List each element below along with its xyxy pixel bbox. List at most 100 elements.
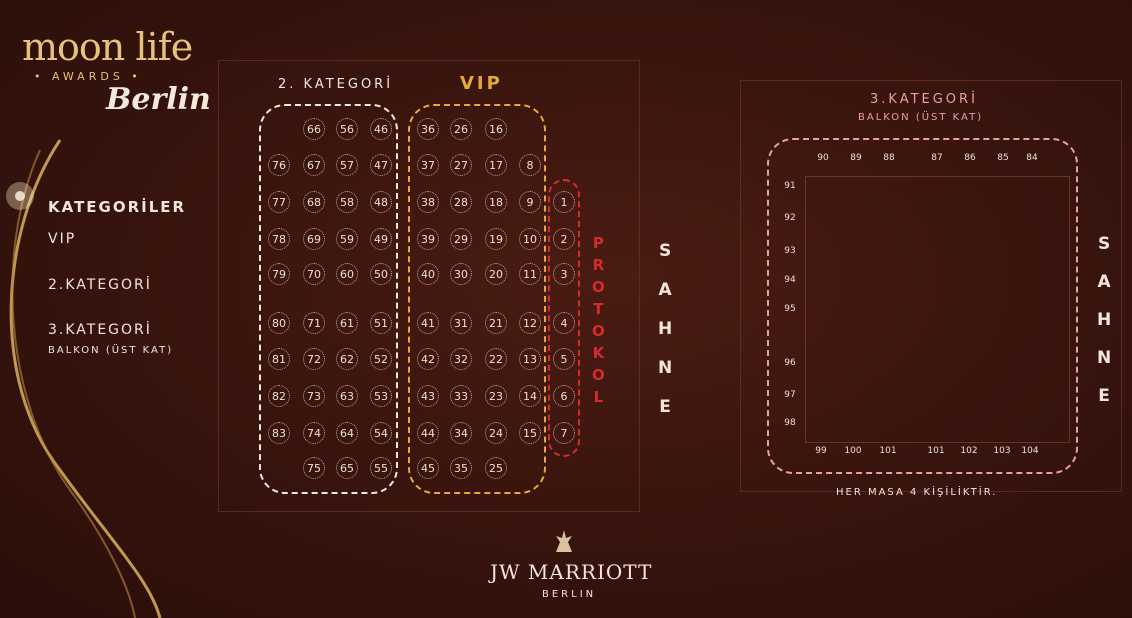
table-22[interactable]: 22 [485, 348, 507, 370]
table-29[interactable]: 29 [450, 228, 472, 250]
table-53[interactable]: 53 [370, 385, 392, 407]
table-1[interactable]: 1 [553, 191, 575, 213]
table-80[interactable]: 80 [268, 312, 290, 334]
table-68[interactable]: 68 [303, 191, 325, 213]
table-19[interactable]: 19 [485, 228, 507, 250]
table-81[interactable]: 81 [268, 348, 290, 370]
table-7[interactable]: 7 [553, 422, 575, 444]
table-43[interactable]: 43 [417, 385, 439, 407]
balcony-table-88[interactable]: 88 [883, 153, 895, 163]
balcony-table-100[interactable]: 100 [844, 446, 862, 456]
table-61[interactable]: 61 [336, 312, 358, 334]
table-21[interactable]: 21 [485, 312, 507, 334]
table-76[interactable]: 76 [268, 154, 290, 176]
table-20[interactable]: 20 [485, 263, 507, 285]
table-24[interactable]: 24 [485, 422, 507, 444]
balcony-table-98[interactable]: 98 [784, 418, 796, 428]
table-23[interactable]: 23 [485, 385, 507, 407]
table-15[interactable]: 15 [519, 422, 541, 444]
table-26[interactable]: 26 [450, 118, 472, 140]
table-14[interactable]: 14 [519, 385, 541, 407]
table-4[interactable]: 4 [553, 312, 575, 334]
balcony-table-103[interactable]: 103 [993, 446, 1011, 456]
balcony-table-84[interactable]: 84 [1026, 153, 1038, 163]
table-40[interactable]: 40 [417, 263, 439, 285]
balcony-table-93[interactable]: 93 [784, 246, 796, 256]
balcony-table-97[interactable]: 97 [784, 390, 796, 400]
table-46[interactable]: 46 [370, 118, 392, 140]
table-12[interactable]: 12 [519, 312, 541, 334]
table-52[interactable]: 52 [370, 348, 392, 370]
table-79[interactable]: 79 [268, 263, 290, 285]
table-11[interactable]: 11 [519, 263, 541, 285]
table-67[interactable]: 67 [303, 154, 325, 176]
table-39[interactable]: 39 [417, 228, 439, 250]
table-54[interactable]: 54 [370, 422, 392, 444]
balcony-table-94[interactable]: 94 [784, 275, 796, 285]
table-16[interactable]: 16 [485, 118, 507, 140]
table-28[interactable]: 28 [450, 191, 472, 213]
table-71[interactable]: 71 [303, 312, 325, 334]
table-75[interactable]: 75 [303, 457, 325, 479]
table-74[interactable]: 74 [303, 422, 325, 444]
table-44[interactable]: 44 [417, 422, 439, 444]
table-64[interactable]: 64 [336, 422, 358, 444]
table-33[interactable]: 33 [450, 385, 472, 407]
table-49[interactable]: 49 [370, 228, 392, 250]
table-55[interactable]: 55 [370, 457, 392, 479]
balcony-table-90[interactable]: 90 [817, 153, 829, 163]
table-13[interactable]: 13 [519, 348, 541, 370]
table-18[interactable]: 18 [485, 191, 507, 213]
balcony-table-96[interactable]: 96 [784, 358, 796, 368]
table-62[interactable]: 62 [336, 348, 358, 370]
table-36[interactable]: 36 [417, 118, 439, 140]
balcony-table-101[interactable]: 101 [927, 446, 945, 456]
table-37[interactable]: 37 [417, 154, 439, 176]
table-83[interactable]: 83 [268, 422, 290, 444]
table-30[interactable]: 30 [450, 263, 472, 285]
table-34[interactable]: 34 [450, 422, 472, 444]
table-31[interactable]: 31 [450, 312, 472, 334]
table-65[interactable]: 65 [336, 457, 358, 479]
balcony-table-89[interactable]: 89 [850, 153, 862, 163]
table-9[interactable]: 9 [519, 191, 541, 213]
table-45[interactable]: 45 [417, 457, 439, 479]
table-73[interactable]: 73 [303, 385, 325, 407]
table-72[interactable]: 72 [303, 348, 325, 370]
table-25[interactable]: 25 [485, 457, 507, 479]
table-8[interactable]: 8 [519, 154, 541, 176]
table-47[interactable]: 47 [370, 154, 392, 176]
table-51[interactable]: 51 [370, 312, 392, 334]
table-2[interactable]: 2 [553, 228, 575, 250]
table-70[interactable]: 70 [303, 263, 325, 285]
balcony-table-95[interactable]: 95 [784, 304, 796, 314]
balcony-table-104[interactable]: 104 [1021, 446, 1039, 456]
table-78[interactable]: 78 [268, 228, 290, 250]
table-41[interactable]: 41 [417, 312, 439, 334]
table-42[interactable]: 42 [417, 348, 439, 370]
balcony-table-92[interactable]: 92 [784, 213, 796, 223]
balcony-table-91[interactable]: 91 [784, 181, 796, 191]
balcony-table-85[interactable]: 85 [997, 153, 1009, 163]
balcony-table-87[interactable]: 87 [931, 153, 943, 163]
table-6[interactable]: 6 [553, 385, 575, 407]
table-82[interactable]: 82 [268, 385, 290, 407]
table-58[interactable]: 58 [336, 191, 358, 213]
balcony-table-86[interactable]: 86 [964, 153, 976, 163]
table-48[interactable]: 48 [370, 191, 392, 213]
balcony-table-102[interactable]: 102 [960, 446, 978, 456]
table-69[interactable]: 69 [303, 228, 325, 250]
table-57[interactable]: 57 [336, 154, 358, 176]
table-32[interactable]: 32 [450, 348, 472, 370]
table-35[interactable]: 35 [450, 457, 472, 479]
table-27[interactable]: 27 [450, 154, 472, 176]
balcony-table-101[interactable]: 101 [879, 446, 897, 456]
table-77[interactable]: 77 [268, 191, 290, 213]
table-17[interactable]: 17 [485, 154, 507, 176]
table-56[interactable]: 56 [336, 118, 358, 140]
table-60[interactable]: 60 [336, 263, 358, 285]
table-66[interactable]: 66 [303, 118, 325, 140]
table-10[interactable]: 10 [519, 228, 541, 250]
balcony-table-99[interactable]: 99 [815, 446, 827, 456]
table-59[interactable]: 59 [336, 228, 358, 250]
